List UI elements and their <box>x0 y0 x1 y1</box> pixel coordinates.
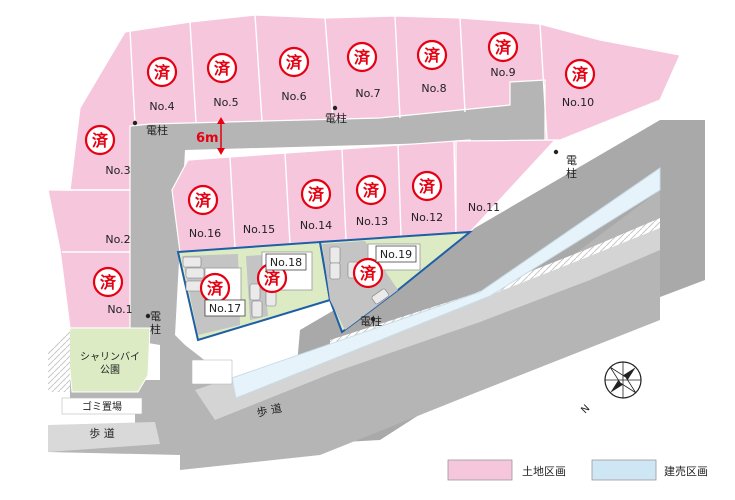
sold-mark-no7: 済 <box>354 48 371 67</box>
sold-mark-no16: 済 <box>195 191 212 210</box>
park-left-hatch <box>48 330 70 392</box>
legend: 土地区画 建売区画 <box>447 459 708 481</box>
pole-dot-2 <box>332 105 338 111</box>
pole-label-3: 電柱 <box>360 314 382 328</box>
sold-badge-no16 <box>187 184 219 216</box>
sold-badge-no19 <box>352 257 384 289</box>
lot-label-no16[interactable]: No.16 <box>189 227 221 240</box>
north-arrow-icon: N <box>579 361 642 416</box>
sold-badge-no13 <box>355 174 387 206</box>
sold-badge-no4 <box>146 56 178 88</box>
sold-badge-no14 <box>300 178 332 210</box>
garbage-area <box>61 397 143 415</box>
lot-label-no7[interactable]: No.7 <box>355 87 380 100</box>
sold-mark-no9: 済 <box>495 38 512 57</box>
park-label-line2: 公園 <box>100 364 120 376</box>
pole-label-5a: 電 <box>150 310 161 323</box>
legend-label-land: 土地区画 <box>522 465 566 478</box>
sold-mark-no5: 済 <box>214 59 231 78</box>
lot-label-no9[interactable]: No.9 <box>490 66 515 79</box>
sold-badge-no9 <box>487 31 519 63</box>
lot-label-no14[interactable]: No.14 <box>300 219 332 232</box>
park-label-line1: シャリンバイ <box>80 351 140 363</box>
garbage-label: ゴミ置場 <box>82 400 122 413</box>
lot-label-no12[interactable]: No.12 <box>411 211 443 224</box>
sold-mark-no19: 済 <box>360 264 377 283</box>
pole-dot-5 <box>145 313 151 319</box>
lot-label-no5[interactable]: No.5 <box>213 96 238 109</box>
lot-label-box-no19 <box>375 245 417 263</box>
sold-mark-no17: 済 <box>207 279 224 298</box>
sold-mark-no13: 済 <box>363 181 380 200</box>
road-width-label: 6m <box>196 131 219 146</box>
sold-mark-no8: 済 <box>424 46 441 65</box>
sold-mark-no12: 済 <box>419 177 436 196</box>
sold-mark-no6: 済 <box>286 53 303 72</box>
pole-dot-3 <box>370 316 376 322</box>
canal <box>231 167 661 399</box>
pole-label-2: 電柱 <box>325 111 347 125</box>
lot-label-box-no18 <box>265 253 307 271</box>
sold-mark-no1: 済 <box>100 273 117 292</box>
lot-label-no19[interactable]: No.19 <box>380 248 412 261</box>
sold-mark-no18: 済 <box>264 269 281 288</box>
lot-label-no3[interactable]: No.3 <box>105 164 130 177</box>
sold-mark-no4: 済 <box>154 63 171 82</box>
sold-badge-no12 <box>411 170 443 202</box>
sold-badge-no8 <box>416 39 448 71</box>
legend-swatch-land <box>447 459 513 481</box>
lot-label-no1[interactable]: No.1 <box>107 303 132 316</box>
sold-mark-no10: 済 <box>572 65 589 84</box>
lot-marks: 済 No.1 No.2 済 No.3 済 No.4 済 No.5 済 No.6 済 No.7 済 No.8 済… <box>84 31 596 317</box>
lot-label-no17[interactable]: No.17 <box>209 302 241 315</box>
lot-label-no13[interactable]: No.13 <box>356 215 388 228</box>
parcel-dividers <box>60 14 548 253</box>
pole-label-4a: 電 <box>566 154 577 167</box>
sold-badge-no5 <box>206 52 238 84</box>
sold-mark-no3: 済 <box>92 131 109 150</box>
sold-badge-no1 <box>92 266 124 298</box>
legend-label-built: 建売区画 <box>664 464 708 478</box>
lot-label-no4[interactable]: No.4 <box>149 100 174 113</box>
pole-dot-1 <box>132 120 138 126</box>
sold-badge-no6 <box>278 46 310 78</box>
pole-label-1: 電柱 <box>146 123 168 137</box>
sold-badge-no7 <box>346 41 378 73</box>
sidewalk-left <box>48 422 160 452</box>
map-labels: 電柱 電柱 電柱 電 柱 電 柱 6m シャリンバイ 公園 ゴミ置場 歩 道 歩… <box>80 105 577 440</box>
sidewalk-label-2: 歩 道 <box>255 401 283 420</box>
svg-text:N: N <box>579 403 592 416</box>
lot-label-no10[interactable]: No.10 <box>562 96 594 109</box>
pole-dot-4 <box>553 149 559 155</box>
lot-label-no2[interactable]: No.2 <box>105 233 130 246</box>
lot-label-no11[interactable]: No.11 <box>468 201 500 214</box>
lot-label-no6[interactable]: No.6 <box>281 90 306 103</box>
sold-mark-no14: 済 <box>308 185 325 204</box>
legend-swatch-built <box>591 459 657 481</box>
sidewalk-label-1: 歩 道 <box>89 426 115 440</box>
white-box-bottom <box>191 359 233 385</box>
lot-label-no15[interactable]: No.15 <box>243 223 275 236</box>
lot-label-box-no17 <box>204 299 246 317</box>
sold-badge-no10 <box>564 58 596 90</box>
lot-label-no8[interactable]: No.8 <box>421 82 446 95</box>
pole-label-4b: 柱 <box>566 166 577 180</box>
lot-label-no18[interactable]: No.18 <box>270 256 302 269</box>
sold-badge-no3 <box>84 124 116 156</box>
pole-label-5b: 柱 <box>150 322 161 336</box>
